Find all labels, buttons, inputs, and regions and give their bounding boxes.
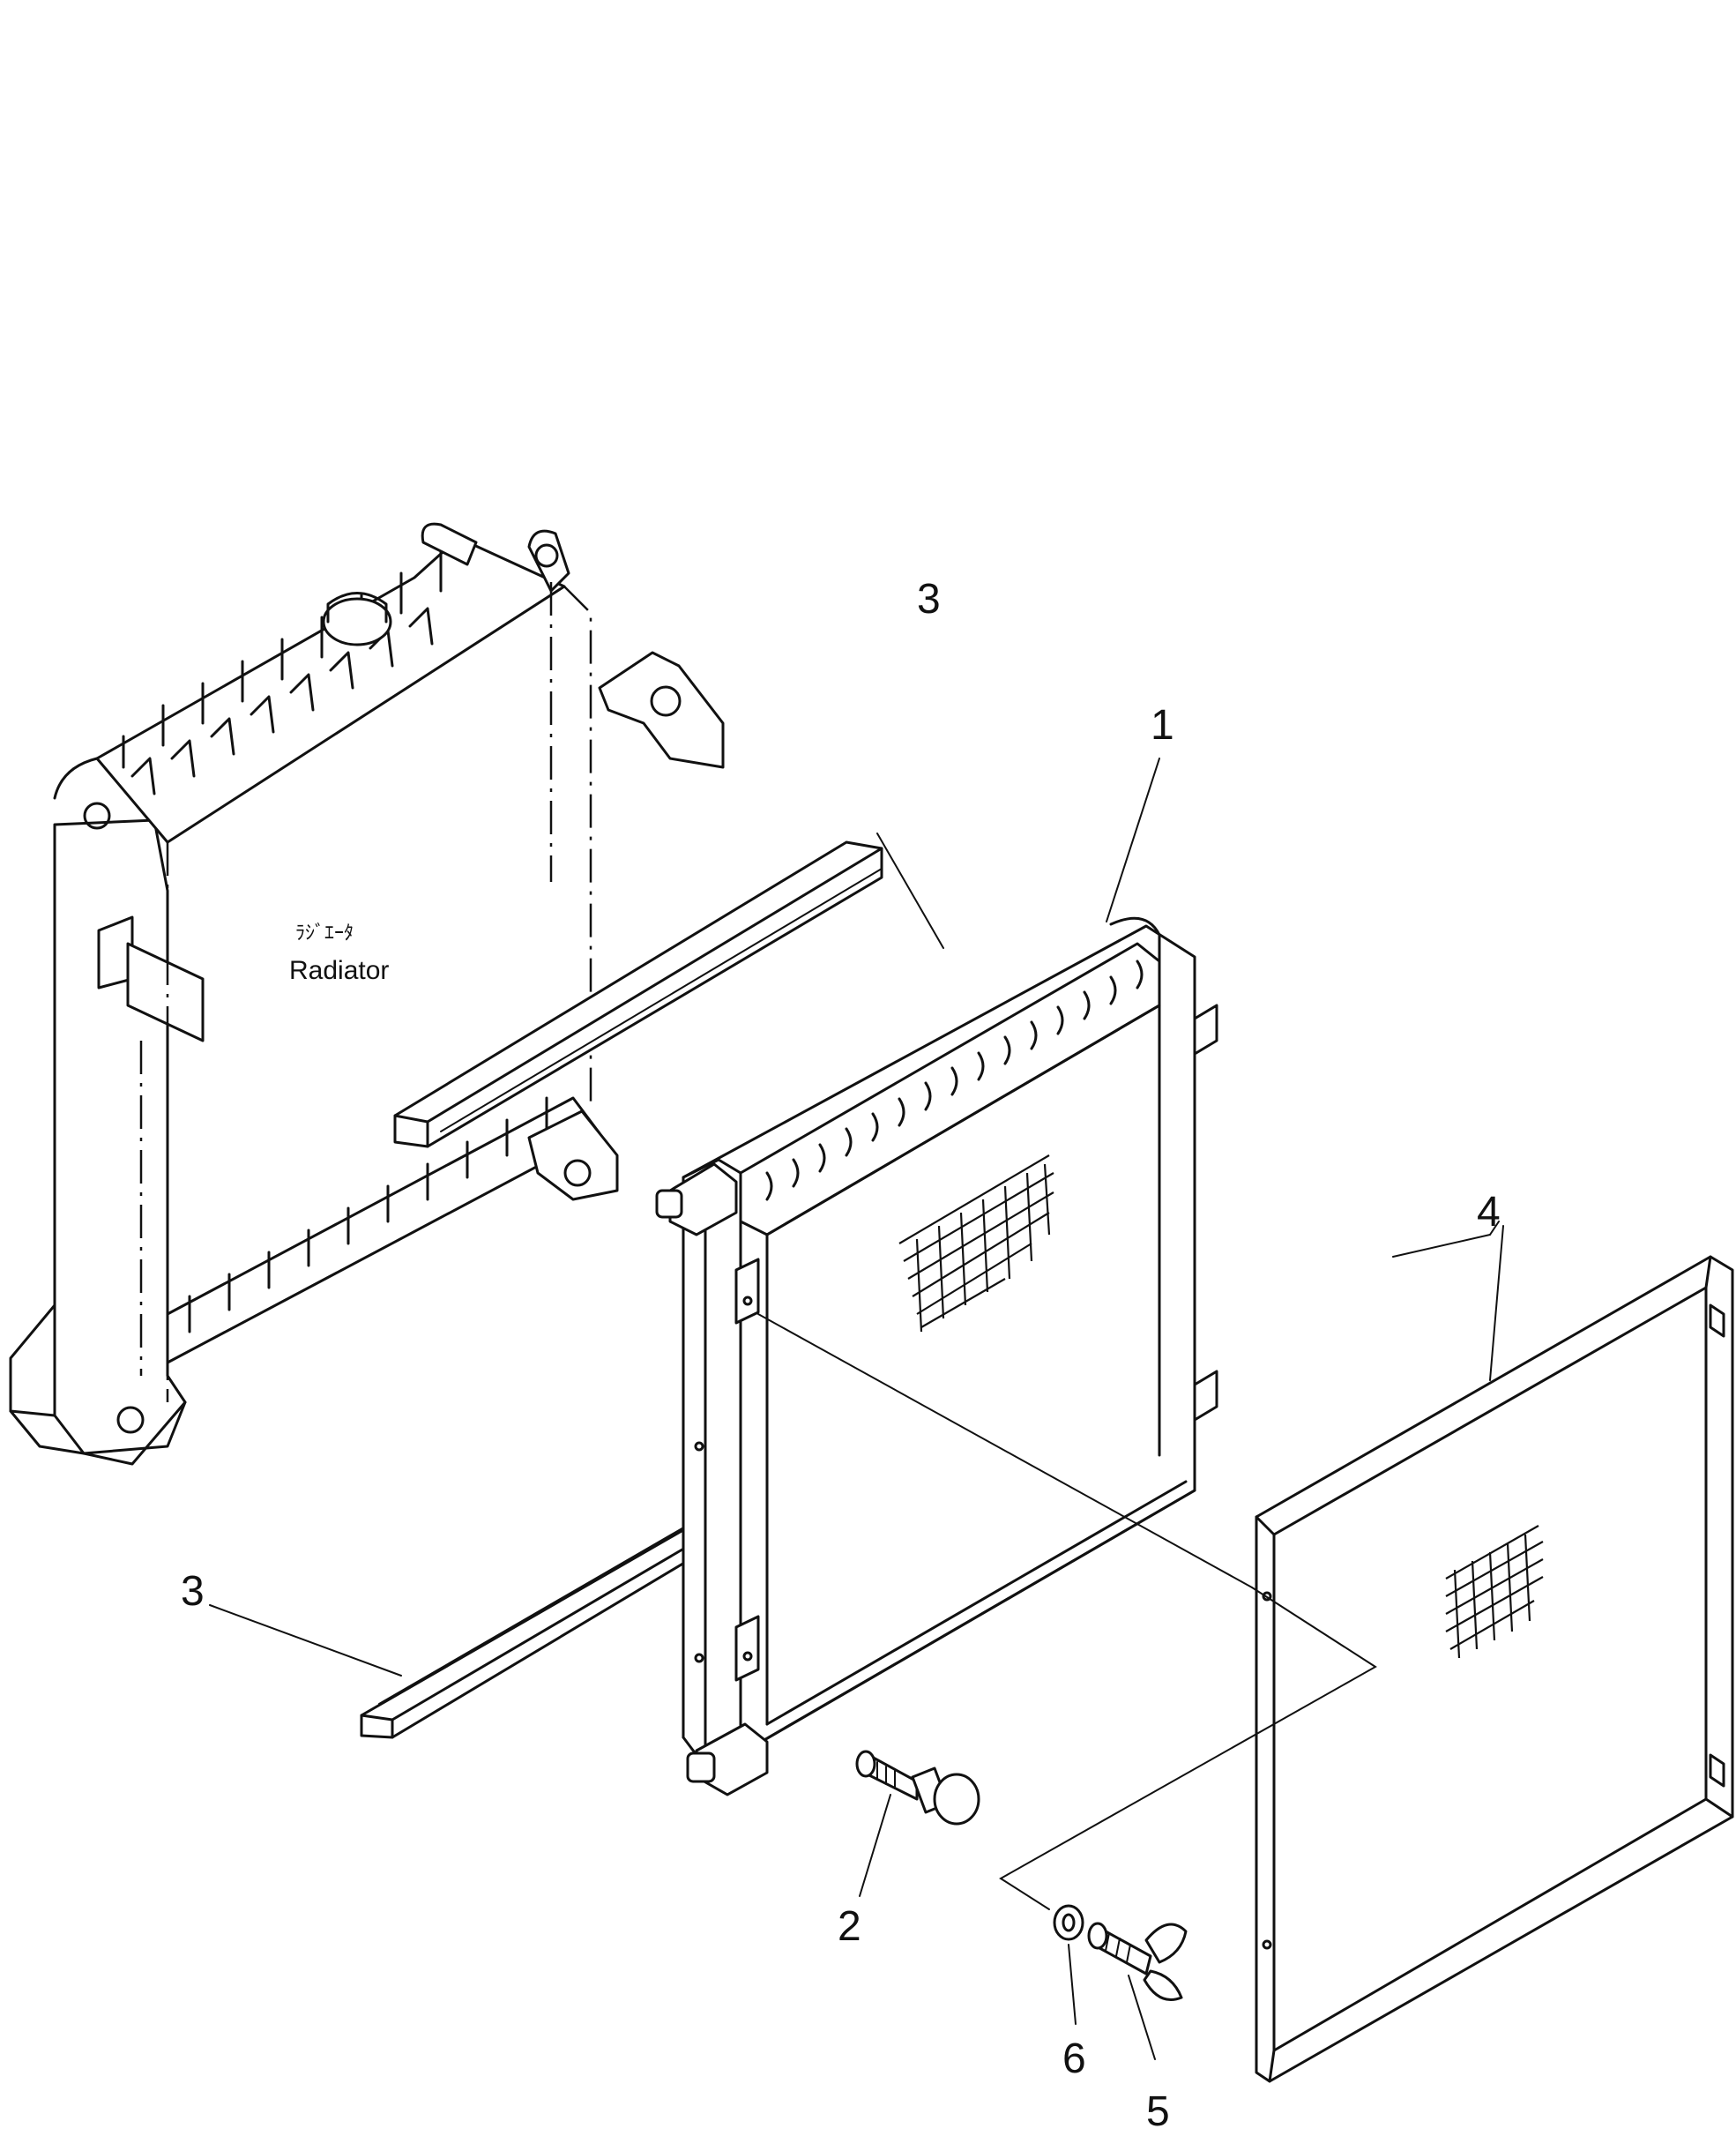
callout-4: 4 <box>1477 1189 1501 1236</box>
washer <box>1053 1904 1084 1941</box>
wing-bolt <box>1087 1922 1188 2001</box>
callout-5: 5 <box>1146 2088 1170 2135</box>
callout-1: 1 <box>1151 702 1174 749</box>
screen-net <box>1255 1255 1734 2083</box>
assembly-lines <box>209 758 1504 2060</box>
radiator-label-jp: ﾗｼﾞｴｰﾀ <box>295 922 354 945</box>
callouts: 3 1 4 3 2 6 5 <box>181 576 1501 2135</box>
core-mesh <box>898 1154 1054 1333</box>
callout-6: 6 <box>1062 2035 1086 2082</box>
radiator-label-en: Radiator <box>289 956 389 985</box>
callout-3-top: 3 <box>917 576 941 623</box>
bolt <box>855 1750 980 1826</box>
radiator-assembly: ﾗｼﾞｴｰﾀ Radiator <box>9 522 725 1466</box>
callout-2: 2 <box>838 1903 861 1950</box>
oil-cooler-core <box>655 916 1218 1796</box>
screen-mesh <box>1445 1525 1544 1659</box>
callout-3-bottom: 3 <box>181 1568 205 1615</box>
seal-strip-top <box>393 840 883 1148</box>
